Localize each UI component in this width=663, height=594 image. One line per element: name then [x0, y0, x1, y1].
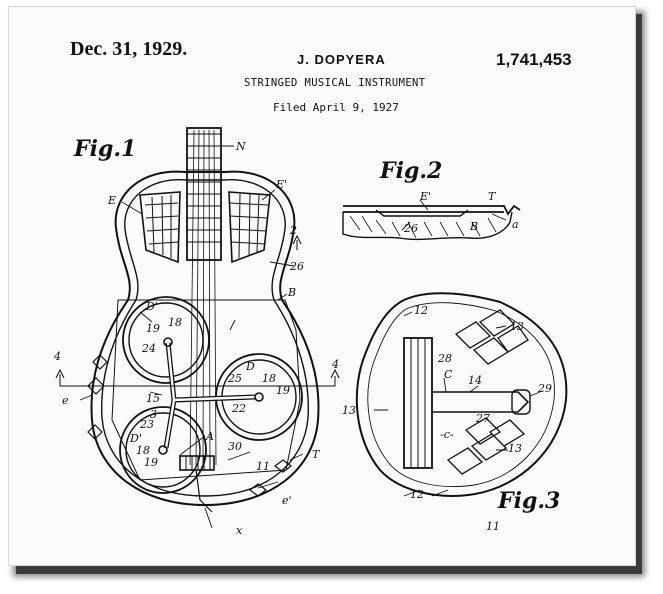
- fig3-label-14: 14: [468, 374, 482, 387]
- fig3-label-C: C: [444, 368, 453, 381]
- label-4-right: 4: [331, 358, 339, 371]
- label-D: D: [245, 360, 255, 373]
- label-15: 15: [146, 392, 160, 405]
- label-25: 25: [227, 372, 242, 385]
- label-23: 23: [139, 418, 154, 431]
- label-E: E: [107, 194, 116, 207]
- fig3-label-13-a: 13: [510, 320, 524, 333]
- label-x: x: [236, 524, 243, 537]
- label-B: B: [287, 286, 296, 299]
- section-drawing: [343, 200, 520, 239]
- fig3-label-27: 27: [475, 412, 490, 425]
- fig2-label-a: a: [512, 218, 519, 231]
- fig3-label-c: -c-: [440, 428, 454, 441]
- label-2-top: 2: [289, 224, 297, 237]
- fig2-label-T: T: [488, 190, 497, 203]
- fig3-label-28: 28: [437, 352, 452, 365]
- label-24: 24: [141, 342, 156, 355]
- label-26: 26: [289, 260, 304, 273]
- label-E-prime: E': [275, 178, 287, 191]
- label-19-c: 19: [144, 456, 158, 469]
- label-e: e: [62, 394, 69, 407]
- reference-labels: N E E' 2 26 B D' 18 19 24 D 25 18 19 22 …: [53, 140, 552, 537]
- label-4-left: 4: [53, 350, 61, 363]
- fig2-label-B: B: [469, 220, 478, 233]
- label-18-b: 18: [262, 372, 276, 385]
- label-A: A: [205, 430, 214, 443]
- fig3-label-29: 29: [537, 382, 552, 395]
- label-N: N: [235, 140, 246, 153]
- label-30: 30: [228, 440, 242, 453]
- label-e-prime: e': [282, 494, 292, 507]
- label-19-b: 19: [276, 384, 290, 397]
- plate-drawing: [357, 293, 567, 496]
- fig3-label-12-bot: 12: [410, 488, 424, 501]
- fig2-label-E-prime: E': [419, 190, 431, 203]
- guitar-drawing: [56, 128, 339, 528]
- fig3-label-11: 11: [486, 520, 500, 533]
- fig2-label-26: 26: [403, 222, 418, 235]
- fig3-label-13-b: 13: [342, 404, 356, 417]
- fig3-label-12-top: 12: [414, 304, 428, 317]
- label-18-a: 18: [168, 316, 182, 329]
- label-T: T: [312, 448, 321, 461]
- fig3-label-13-c: 13: [508, 442, 522, 455]
- label-19-a: 19: [146, 322, 160, 335]
- label-D-prime-top: D': [145, 300, 158, 313]
- label-11: 11: [256, 460, 270, 473]
- label-22: 22: [231, 402, 246, 415]
